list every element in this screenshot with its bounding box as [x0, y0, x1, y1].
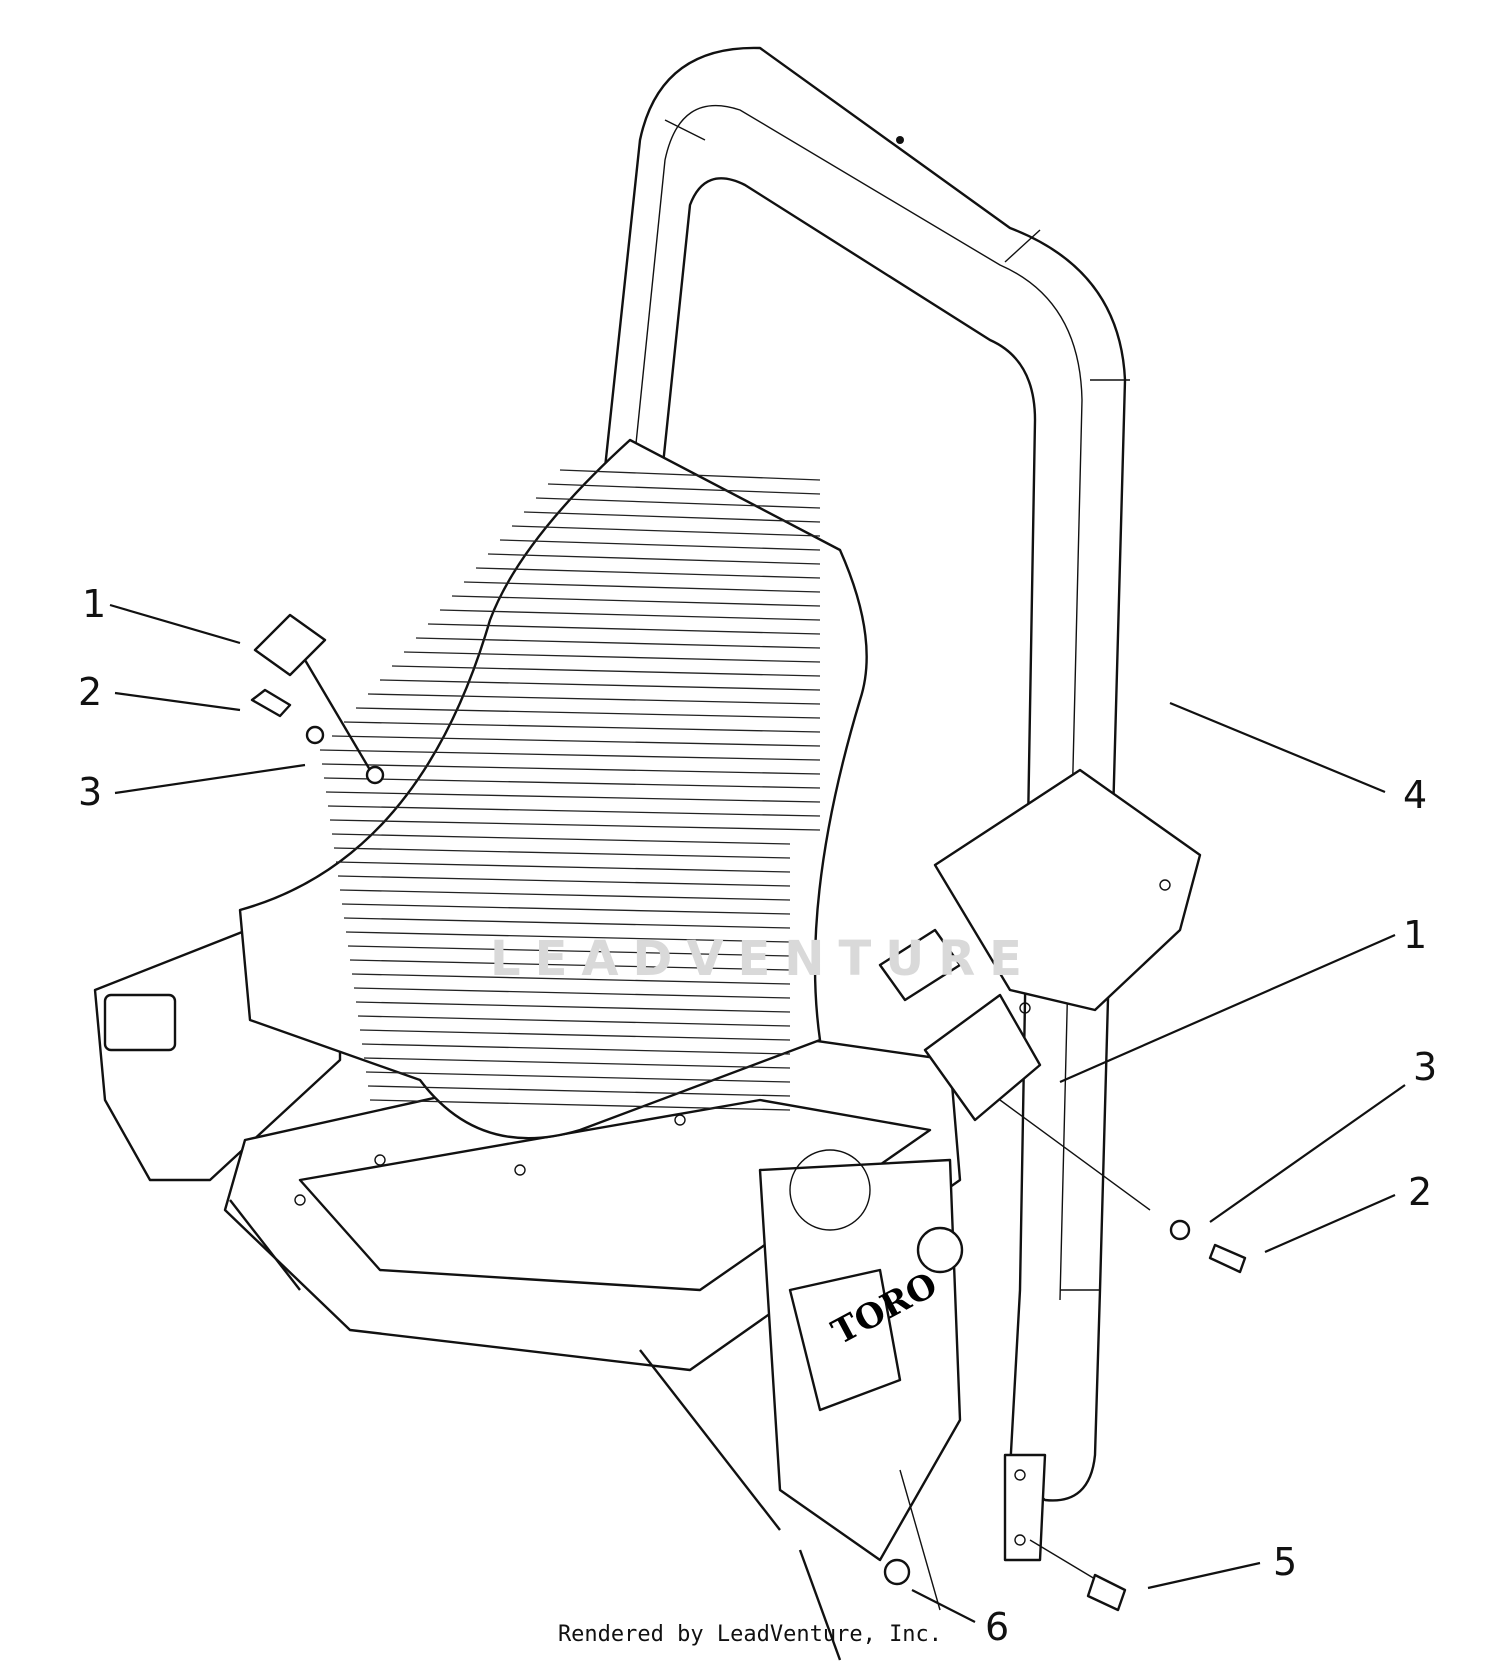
callout-1-right: 1 [1403, 913, 1427, 957]
seat-hatch-line [323, 777, 821, 789]
callout-2-right: 2 [1408, 1170, 1432, 1214]
seat-hatch-line [343, 721, 821, 733]
seat-hatch-line [319, 749, 821, 761]
seat-hatch-line [329, 819, 821, 831]
seat-hatch-line [359, 1029, 791, 1041]
seat-hatch-line [363, 1057, 791, 1069]
bolt-right [1208, 1243, 1247, 1274]
seat-hatch-line [499, 539, 821, 551]
seat-hatch-line [391, 665, 821, 677]
seat-hatch-line [511, 525, 821, 537]
seat-hatch-line [415, 637, 821, 649]
seat-hatch-line [547, 483, 821, 495]
callouts: 1 2 3 4 1 3 2 5 6 [78, 582, 1437, 1649]
callout-2-left: 2 [78, 670, 102, 714]
seat-hatch-line [333, 847, 791, 859]
seat-hatch-line [351, 973, 791, 985]
callout-5: 5 [1273, 1540, 1297, 1584]
callout-3-left: 3 [78, 770, 102, 814]
seat-hatch-line [355, 1001, 791, 1013]
seat-hatch-line [439, 609, 821, 621]
callout-1-left: 1 [82, 582, 106, 626]
seat-hatch-line [353, 987, 791, 999]
seat-hatch-line [367, 693, 821, 705]
callout-3-right: 3 [1413, 1045, 1437, 1089]
seat-hatch-line [355, 707, 821, 719]
seat-hatch-line [427, 623, 821, 635]
leader-lines [109, 603, 1406, 1623]
seat-hatch-line [365, 1071, 791, 1083]
washer-right [1169, 1219, 1191, 1241]
washer-left [305, 725, 325, 745]
seat-hatch-line [349, 959, 791, 971]
seat-hatch-line [379, 679, 821, 691]
seat-hatch-line [369, 1099, 791, 1111]
seat-hatch-line [341, 903, 791, 915]
seat-hatch-line [343, 917, 791, 929]
nut-bottom [883, 1469, 941, 1611]
seat-hatch-line [337, 875, 791, 887]
footer-credit: Rendered by LeadVenture, Inc. [557, 1622, 943, 1647]
seat-hatch-line [487, 553, 821, 565]
callout-4: 4 [1403, 773, 1427, 817]
bolt-left [250, 688, 292, 718]
seat-hatch-line [361, 1043, 791, 1055]
callout-6: 6 [985, 1605, 1009, 1649]
seat-hatch-line [347, 945, 791, 957]
seat-hatch-line [403, 651, 821, 663]
seat-base: TORO [93, 923, 964, 1661]
bolt-bottom [1029, 1539, 1127, 1612]
seat-hatch-line [331, 735, 821, 747]
frame-plate [933, 768, 1202, 1014]
seat-hatch-line [451, 595, 821, 607]
seat-hatch-line [327, 805, 821, 817]
seat-hatch-line [475, 567, 821, 579]
seat-hatch-line [321, 763, 821, 775]
seat-hatch-line [345, 931, 791, 943]
seat-hatch-line [335, 861, 791, 873]
seat-hatch-line [331, 833, 791, 845]
watermark: LEADVENTURE [490, 931, 1036, 987]
seat-hatch-line [559, 469, 821, 481]
seat-belt-right [878, 928, 1151, 1211]
seat-hatch-line [463, 581, 821, 593]
seat-hatch-line [523, 511, 821, 523]
seat-hatch-line [367, 1085, 791, 1097]
seat-belt-left [253, 613, 385, 785]
seat-hatch-line [357, 1015, 791, 1027]
seat-hatch-line [535, 497, 821, 509]
seat-hatch-line [325, 791, 821, 803]
seat-cushion [238, 438, 868, 1140]
seat-hatch-line [339, 889, 791, 901]
roll-bar [543, 46, 1130, 1562]
